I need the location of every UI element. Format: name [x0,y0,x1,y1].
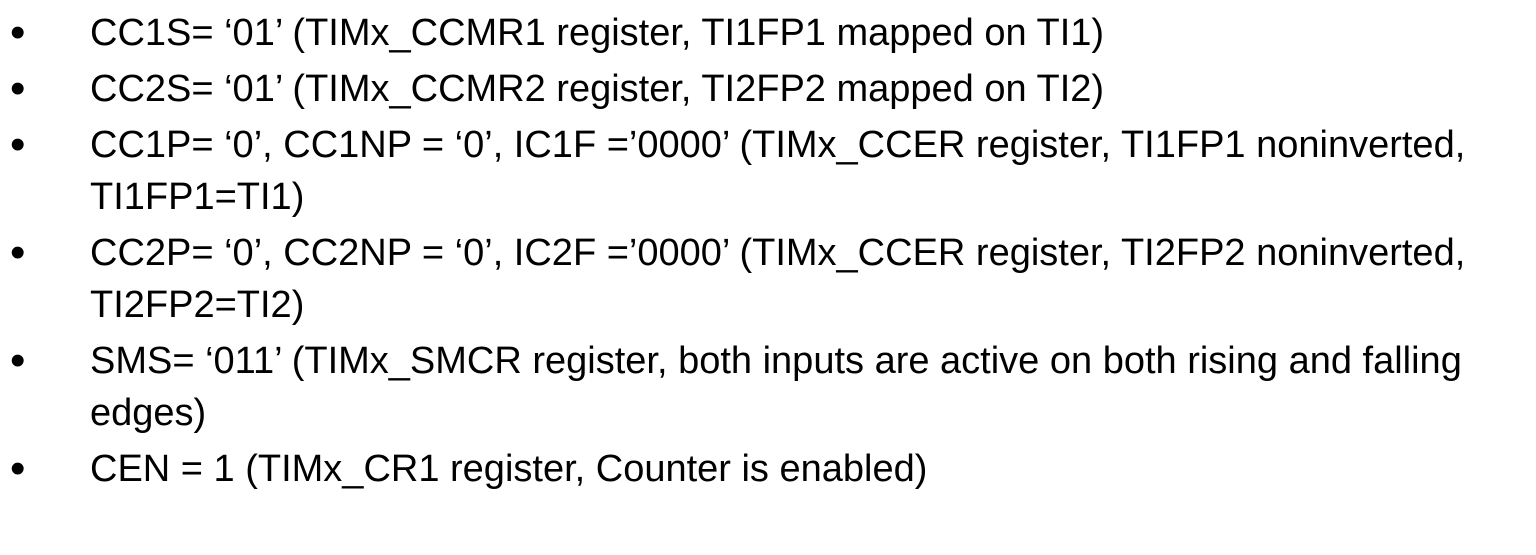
bullet-icon: • [10,336,26,385]
bullet-line: CC1S= ‘01’ (TIMx_CCMR1 register, TI1FP1 … [90,12,1105,54]
list-item: • CC2S= ‘01’ (TIMx_CCMR2 register, TI2FP… [0,63,1536,115]
bullet-line: CC2P= ‘0’, CC2NP = ‘0’, IC2F =’0000’ (TI… [90,232,1466,274]
list-item: • CC1P= ‘0’, CC1NP = ‘0’, IC1F =’0000’ (… [0,119,1536,223]
bullet-line: edges) [90,392,207,434]
bullet-line: SMS= ‘011’ (TIMx_SMCR register, both inp… [90,340,1462,382]
register-config-bullet-list: • CC1S= ‘01’ (TIMx_CCMR1 register, TI1FP… [0,7,1536,495]
list-item: • SMS= ‘011’ (TIMx_SMCR register, both i… [0,335,1536,439]
bullet-icon: • [10,228,26,277]
bullet-line: TI2FP2=TI2) [90,284,305,326]
bullet-line: CEN = 1 (TIMx_CR1 register, Counter is e… [90,448,928,490]
bullet-icon: • [10,120,26,169]
bullet-line: CC1P= ‘0’, CC1NP = ‘0’, IC1F =’0000’ (TI… [90,124,1466,166]
list-item: • CEN = 1 (TIMx_CR1 register, Counter is… [0,443,1536,495]
list-item: • CC1S= ‘01’ (TIMx_CCMR1 register, TI1FP… [0,7,1536,59]
bullet-icon: • [10,64,26,113]
bullet-icon: • [10,444,26,493]
bullet-icon: • [10,8,26,57]
list-item: • CC2P= ‘0’, CC2NP = ‘0’, IC2F =’0000’ (… [0,227,1536,331]
bullet-line: CC2S= ‘01’ (TIMx_CCMR2 register, TI2FP2 … [90,68,1105,110]
bullet-line: TI1FP1=TI1) [90,176,305,218]
